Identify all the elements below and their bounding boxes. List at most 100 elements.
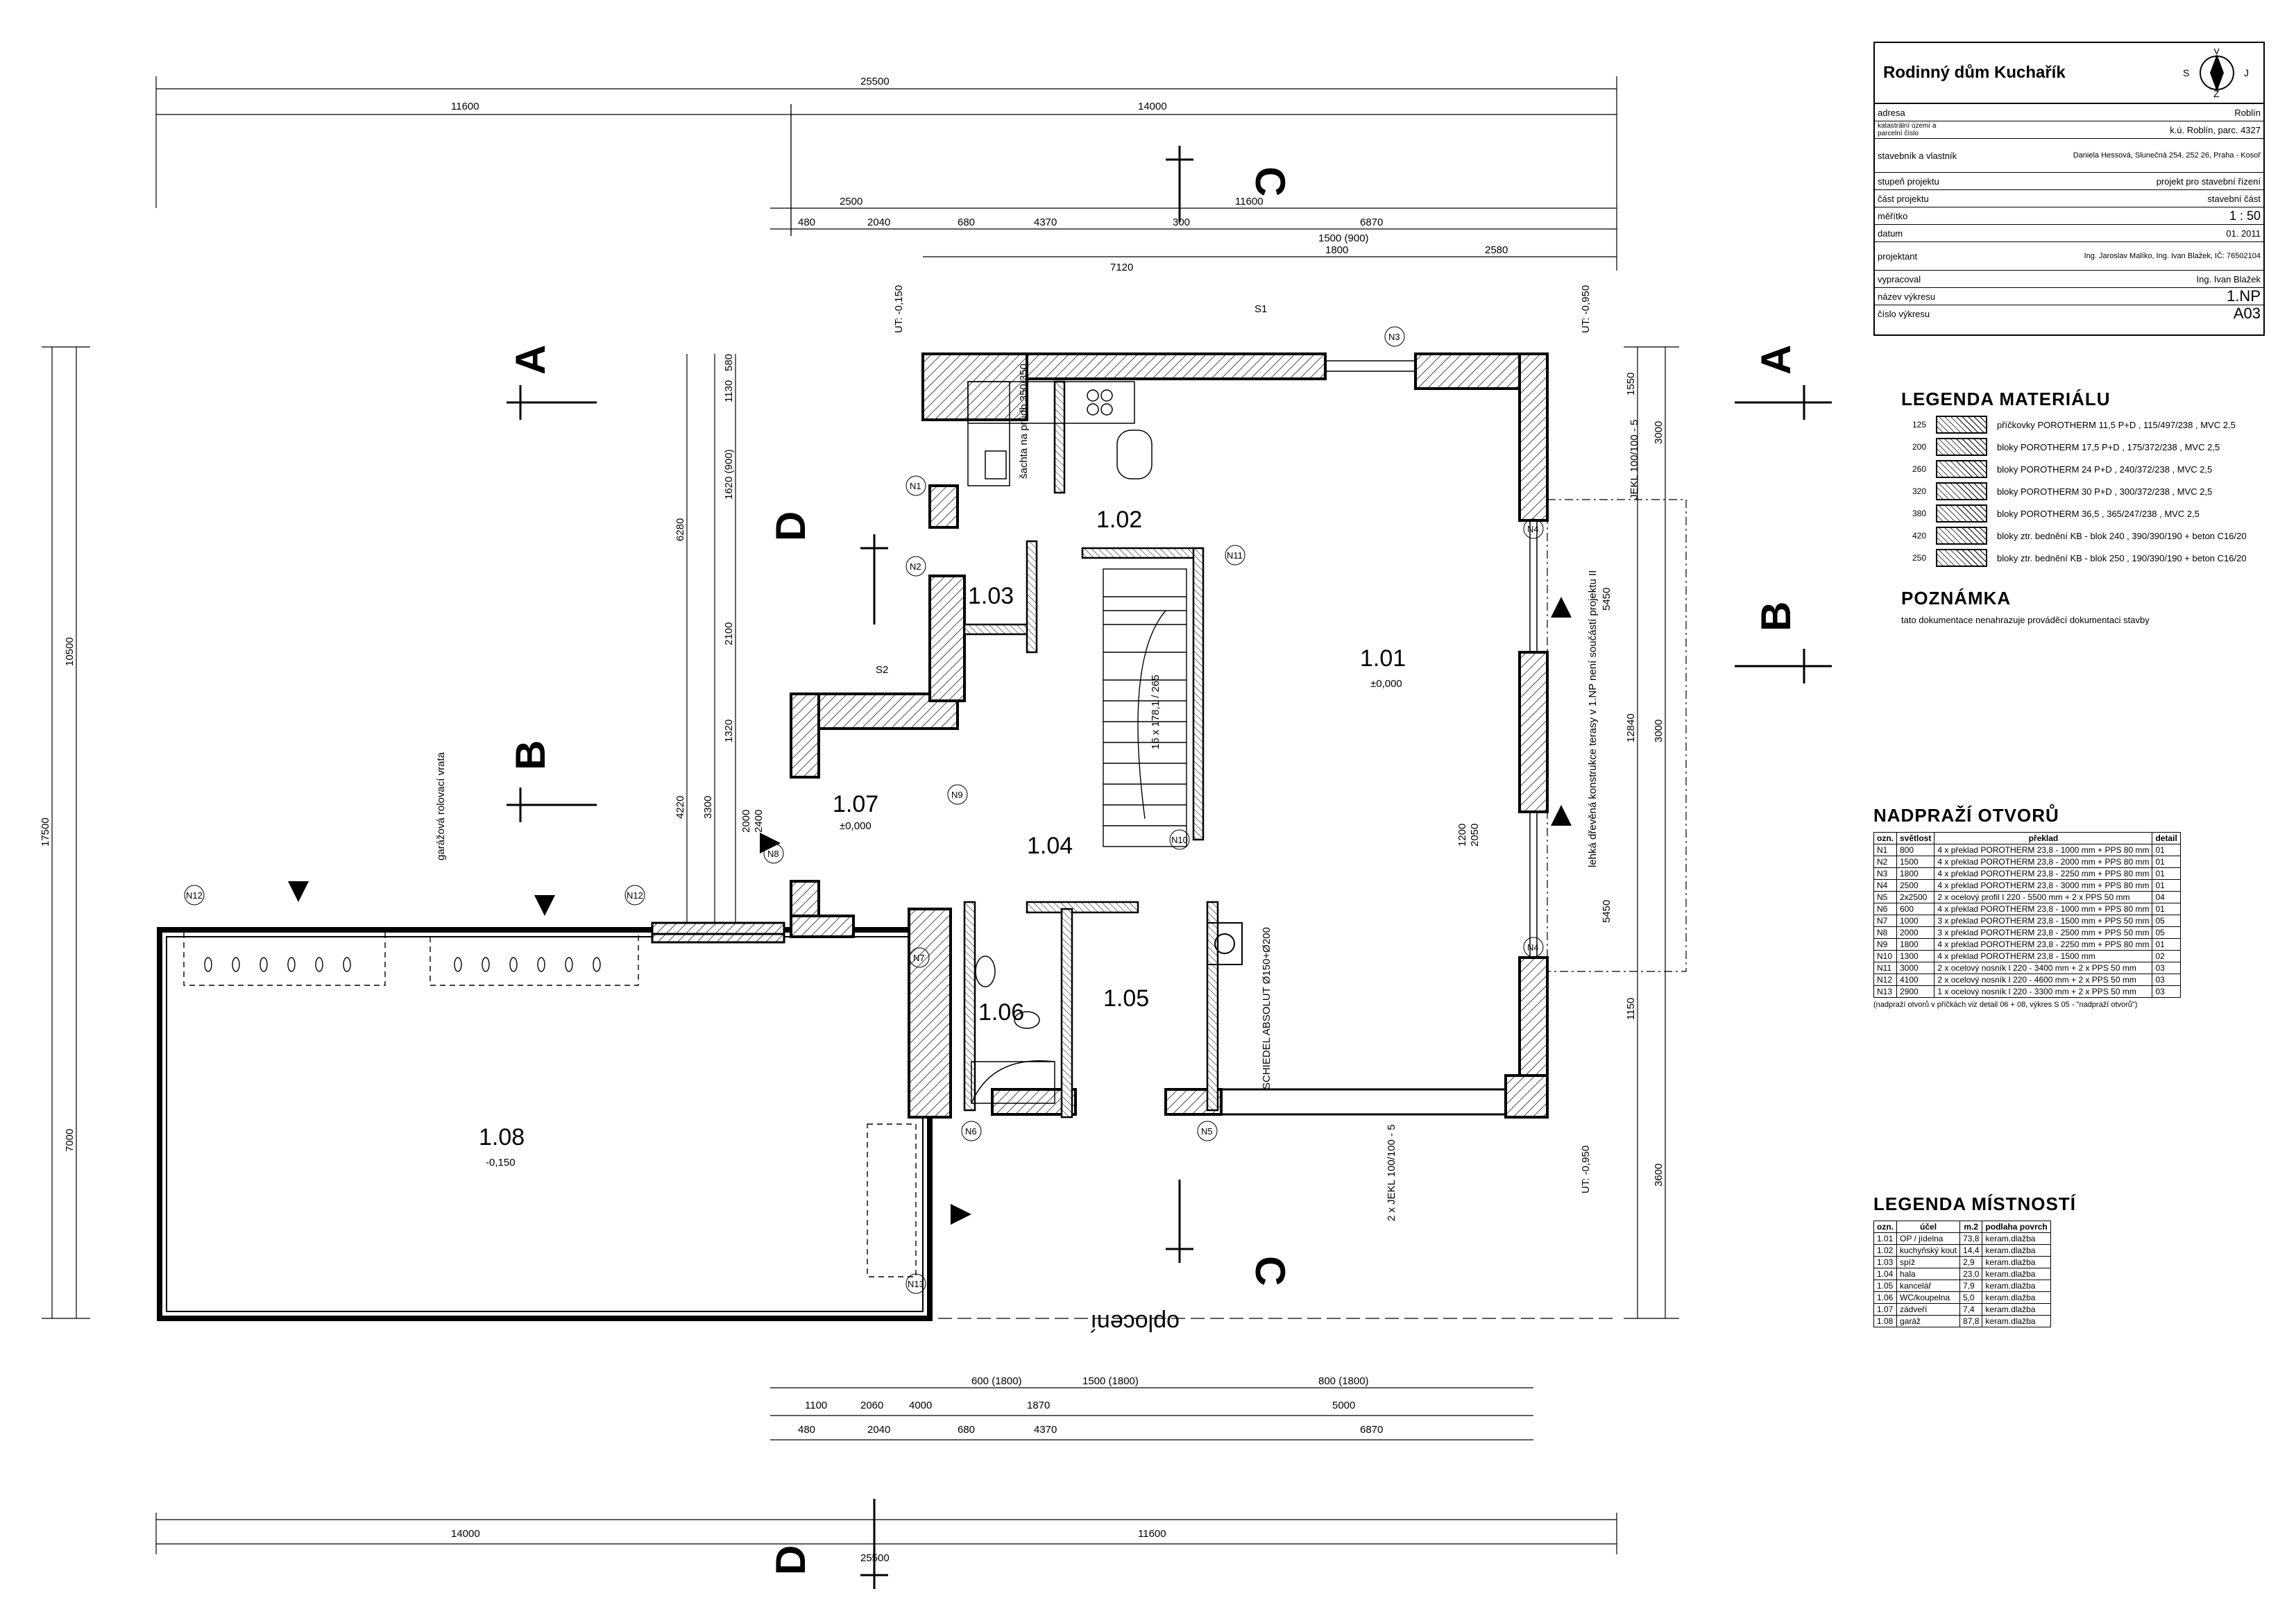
room-id-1-05: 1.05 [1103, 985, 1149, 1012]
table-cell: N3 [1873, 867, 1897, 880]
dim-top-2500: 2500 [840, 196, 862, 207]
table-cell: 2500 [1896, 879, 1935, 892]
label-window-s2: S2 [876, 664, 888, 676]
table-cell: OP / jídelna [1896, 1232, 1961, 1245]
table-cell: 05 [2152, 915, 2181, 927]
label-chimney: SCHIEDEL ABSOLUT Ø150+Ø200 [1261, 927, 1273, 1089]
tag-n4-b: N4 [1527, 942, 1539, 953]
dim-top-680: 680 [958, 216, 975, 228]
dim-bot-680: 680 [958, 1424, 975, 1436]
entry-arrow-garage-1 [288, 881, 309, 902]
table-cell: 4 x překlad POROTHERM 23,8 - 1500 mm [1934, 950, 2153, 962]
dim-right-3000b: 3000 [1653, 720, 1665, 742]
north-arrow-icon: S V J Z [2183, 49, 2249, 97]
dim-right-12840: 12840 [1625, 713, 1637, 742]
table-cell: 1.08 [1873, 1315, 1897, 1327]
table-cell: 1800 [1896, 938, 1935, 951]
dim-right-3600: 3600 [1653, 1164, 1665, 1187]
table-cell: 23,0 [1959, 1268, 1983, 1280]
dim-left-10500: 10500 [64, 637, 76, 666]
entry-arrow-garage-3 [951, 1204, 971, 1225]
material-thickness: 260 [1912, 464, 1926, 474]
tag-n8: N8 [767, 849, 779, 859]
col-header: ozn. [1873, 832, 1897, 844]
table-cell: 05 [2152, 926, 2181, 939]
table-cell: 4 x překlad POROTHERM 23,8 - 1000 mm + P… [1934, 844, 2153, 856]
dim-top-1500: 1500 (900) [1318, 232, 1369, 244]
table-cell: 73,8 [1959, 1232, 1983, 1245]
section-mark-d-bottom: D [767, 1545, 814, 1575]
dim-left-3300: 3300 [702, 796, 714, 819]
compass-v: V [2213, 49, 2220, 56]
tag-n6: N6 [965, 1126, 977, 1137]
table-cell: 4 x překlad POROTHERM 23,8 - 1000 mm + P… [1934, 903, 2153, 915]
table-cell: 1.07 [1873, 1303, 1897, 1316]
left-dimensions [42, 346, 736, 1319]
section-mark-d-top: D [767, 511, 814, 541]
material-label: bloky POROTHERM 17,5 P+D , 175/372/238 ,… [1997, 441, 2220, 452]
dim-left-1320: 1320 [723, 720, 735, 742]
section-mark-c-bottom: C [1247, 1256, 1293, 1286]
table-cell: 01 [2152, 938, 2181, 951]
entry-arrow-garage-2 [534, 895, 555, 916]
tb-value: Ing. Jaroslav Malíko, Ing. Ivan Blažek, … [2084, 252, 2261, 260]
table-cell: 4 x překlad POROTHERM 23,8 - 2000 mm + P… [1934, 856, 2153, 868]
tb-value: stavební část [2207, 193, 2261, 204]
dim-top-7120: 7120 [1110, 262, 1133, 273]
table-cell: 01 [2152, 867, 2181, 880]
garage-door [183, 929, 639, 986]
material-thickness: 125 [1912, 420, 1926, 430]
label-fence: oplocení [1090, 1309, 1180, 1336]
tb-value: Daniela Hessová, Slunečná 254, 252 26, P… [2073, 151, 2261, 160]
dim-right-5450b: 5450 [1601, 900, 1613, 923]
table-cell: keram.dlažba [1982, 1291, 2051, 1304]
table-cell: 01 [2152, 879, 2181, 892]
material-label: bloky POROTHERM 36,5 , 365/247/238 , MVC… [1997, 508, 2200, 519]
tb-key: název výkresu [1878, 291, 1936, 302]
tag-n5: N5 [1201, 1126, 1213, 1137]
table-cell: 3 x překlad POROTHERM 23,8 - 2500 mm + P… [1934, 926, 2153, 939]
table-cell: N6 [1873, 903, 1897, 915]
dim-top-2580: 2580 [1485, 244, 1508, 256]
table-cell: N1 [1873, 844, 1897, 856]
material-label: bloky ztr. bednění KB - blok 250 , 190/3… [1997, 552, 2247, 563]
section-line-b [507, 649, 1832, 822]
dim-top-300: 300 [1173, 216, 1190, 228]
legend-openings: NADPRAŽÍ OTVORŮ ozn. světlost překlad de… [1873, 805, 2276, 1009]
staircase [1103, 568, 1187, 847]
project-name: Rodinný dům Kuchařík [1883, 63, 2066, 82]
tb-value: Roblín [2234, 107, 2261, 118]
dim-bot-600: 600 (1800) [971, 1375, 1022, 1387]
table-cell: 1.04 [1873, 1268, 1897, 1280]
material-thickness: 320 [1912, 486, 1926, 496]
table-cell: keram.dlažba [1982, 1303, 2051, 1316]
tb-value: Ing. Ivan Blažek [2196, 273, 2261, 284]
kitchen-counter [967, 381, 1153, 486]
tag-n1: N1 [910, 481, 921, 491]
dim-bot-1100: 1100 [805, 1400, 827, 1411]
table-cell: spíž [1896, 1256, 1961, 1268]
tb-value: 1.NP [2227, 287, 2261, 305]
table-cell: N7 [1873, 915, 1897, 927]
table-cell: 87,8 [1959, 1315, 1983, 1327]
section-mark-a-right: A [1753, 345, 1799, 375]
table-cell: 1 x ocelový nosník I 220 - 3300 mm + 2 x… [1934, 985, 2153, 998]
tb-key: část projektu [1878, 193, 1929, 204]
room-id-1-07: 1.07 [833, 791, 878, 817]
table-cell: 7,4 [1959, 1303, 1983, 1316]
dim-left-4220: 4220 [674, 796, 686, 819]
dim-left-17500: 17500 [40, 817, 51, 847]
material-thickness: 420 [1912, 531, 1926, 541]
